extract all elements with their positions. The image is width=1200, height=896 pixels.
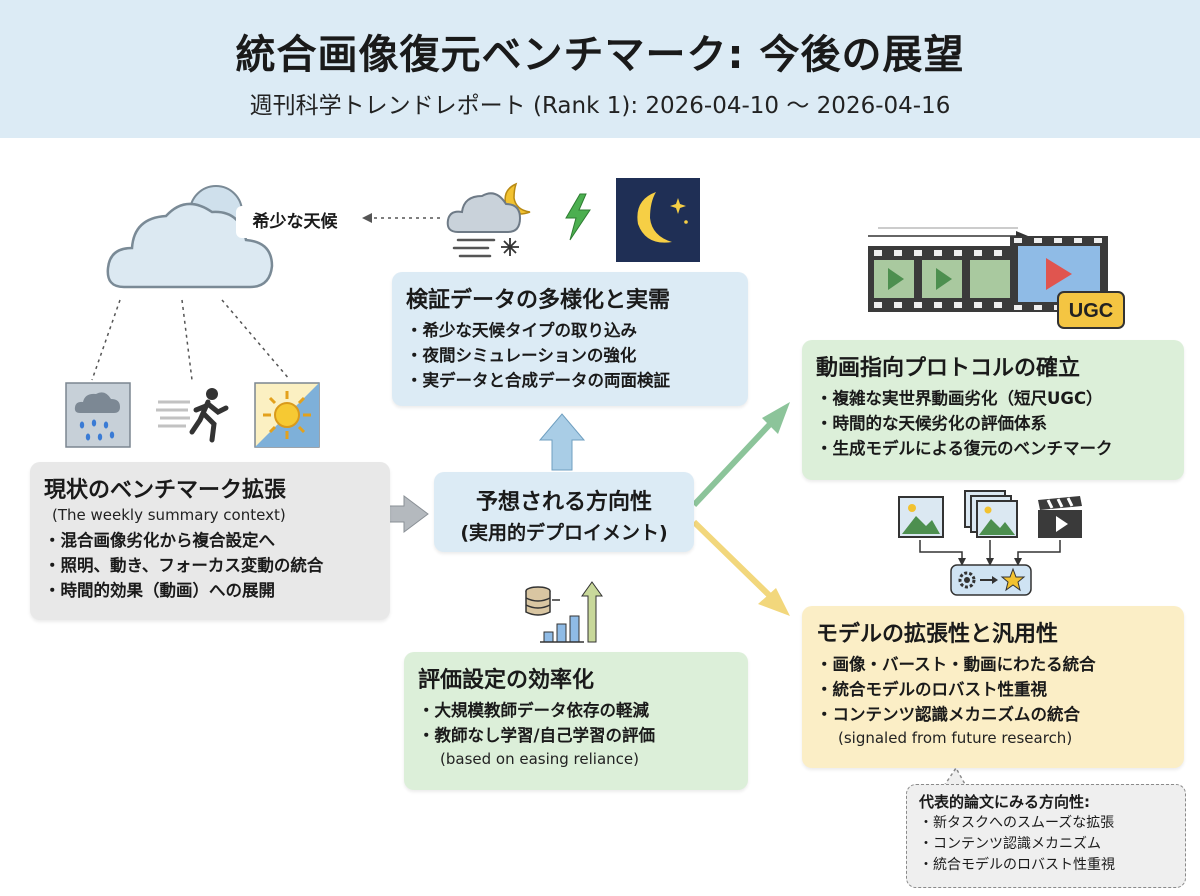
evaluation-efficiency-title: 評価設定の効率化 [418, 668, 595, 693]
expected-direction-box: 予想される方向性 (実用的デプロイメント) [434, 472, 694, 552]
dotted-connector [91, 299, 121, 381]
list-item: 統合モデルのロバスト性重視 [919, 855, 1173, 876]
representative-papers-title: 代表的論文にみる方向性: [919, 793, 1090, 811]
model-scalability-box: モデルの拡張性と汎用性 画像・バースト・動画にわたる統合 統合モデルのロバスト性… [802, 606, 1184, 768]
arrowhead [758, 588, 790, 616]
video-protocol-title: 動画指向プロトコルの確立 [816, 356, 1081, 381]
list-item: 時間的な天候劣化の評価体系 [816, 411, 1170, 436]
list-item: 複雑な実世界動画劣化（短尺UGC） [816, 386, 1170, 411]
arrow-center-to-model [691, 519, 773, 599]
flow-connector [1017, 540, 1061, 562]
list-item: コンテンツ認識メカニズムの統合 [816, 702, 1170, 727]
list-item: 教師なし学習/自己学習の評価 [418, 723, 734, 748]
arrowhead [1014, 558, 1022, 566]
video-protocol-box: 動画指向プロトコルの確立 複雑な実世界動画劣化（短尺UGC） 時間的な天候劣化の… [802, 340, 1184, 480]
current-benchmark-title: 現状のベンチマーク拡張 [44, 478, 287, 503]
arrowhead [986, 558, 994, 566]
evaluation-efficiency-box: 評価設定の効率化 大規模教師データ依存の軽減 教師なし学習/自己学習の評価 (b… [404, 652, 748, 790]
dotted-connector [221, 299, 291, 381]
arrowhead [762, 402, 790, 434]
database-icon [525, 586, 560, 616]
image-icon [898, 496, 944, 538]
arrowhead [362, 213, 372, 223]
page-title: 統合画像復元ベンチマーク: 今後の展望 [235, 32, 965, 78]
list-item: 実データと合成データの両面検証 [406, 368, 734, 393]
burst-images-icon [964, 490, 1018, 538]
arrowhead [958, 558, 966, 566]
verification-data-title: 検証データの多様化と実需 [406, 288, 671, 313]
running-figure-icon [156, 388, 229, 443]
verification-data-box: 検証データの多様化と実需 希少な天候タイプの取り込み 夜間シミュレーションの強化… [392, 272, 748, 406]
list-item: 時間的効果（動画）への展開 [44, 578, 376, 603]
film-strip-icon: UGC [868, 227, 1125, 329]
list-item: 画像・バースト・動画にわたる統合 [816, 652, 1170, 677]
cloud-moon-wind-icon [446, 182, 531, 258]
gear-icon [958, 571, 976, 589]
list-item: 生成モデルによる復元のベンチマーク [816, 436, 1170, 461]
model-scalability-note: (signaled from future research) [838, 729, 1073, 747]
list-item: 大規模教師データ依存の軽減 [418, 698, 734, 723]
arrow-center-to-verify [538, 413, 586, 471]
moon-icon [616, 178, 700, 262]
star-icon [1000, 567, 1026, 592]
cloud-icon [106, 185, 274, 289]
clapperboard-icon [1038, 496, 1082, 538]
header-banner [0, 0, 1200, 138]
ugc-badge: UGC [1069, 300, 1113, 322]
expected-direction-subtitle: (実用的デプロイメント) [460, 522, 668, 544]
flow-connector [919, 540, 963, 562]
list-item: コンテンツ認識メカニズム [919, 834, 1173, 855]
bar-chart-icon [540, 581, 603, 643]
list-item: 統合モデルのロバスト性重視 [816, 677, 1170, 702]
evaluation-efficiency-note: (based on easing reliance) [440, 750, 639, 768]
speech-tail [942, 766, 968, 787]
list-item: 夜間シミュレーションの強化 [406, 343, 734, 368]
page-subtitle: 週刊科学トレンドレポート (Rank 1): 2026-04-10 〜 2026… [249, 93, 951, 119]
gear-to-star-icon [950, 564, 1032, 596]
representative-papers-callout: 代表的論文にみる方向性: 新タスクへのスムーズな拡張 コンテンツ認識メカニズム … [906, 784, 1186, 888]
current-benchmark-subtitle: (The weekly summary context) [52, 506, 286, 524]
dotted-connector [181, 299, 193, 381]
lightning-icon [565, 193, 591, 241]
rare-weather-label: 希少な天候 [236, 206, 354, 238]
rain-icon [65, 382, 131, 448]
list-item: 混合画像劣化から複合設定へ [44, 528, 376, 553]
current-benchmark-box: 現状のベンチマーク拡張 (The weekly summary context)… [30, 462, 390, 620]
list-item: 照明、動き、フォーカス変動の統合 [44, 553, 376, 578]
model-scalability-title: モデルの拡張性と汎用性 [816, 622, 1059, 647]
arrow-center-to-video [691, 419, 775, 508]
sun-icon [254, 382, 320, 448]
list-item: 新タスクへのスムーズな拡張 [919, 813, 1173, 834]
list-item: 希少な天候タイプの取り込み [406, 318, 734, 343]
expected-direction-title: 予想される方向性 [475, 490, 652, 515]
